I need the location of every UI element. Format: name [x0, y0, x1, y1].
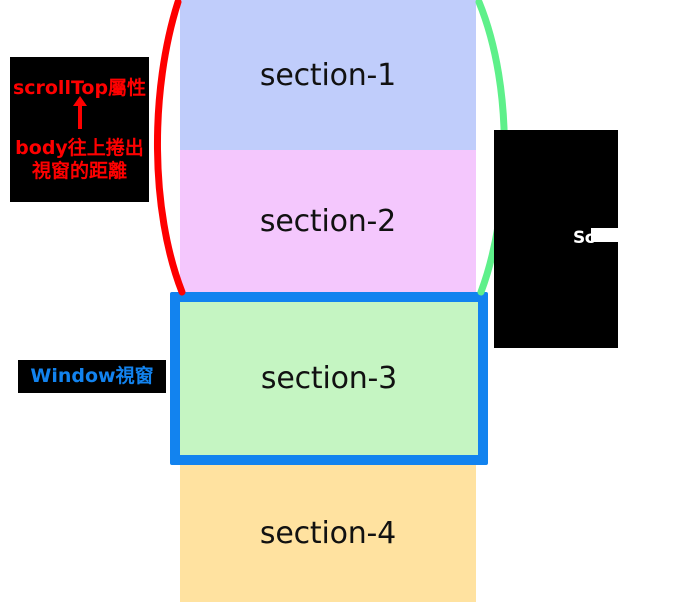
window-viewport-label: Window視窗 — [30, 365, 154, 388]
section-block-4: section-4 — [180, 465, 476, 602]
section-block-2: section-2 — [180, 150, 476, 292]
window-viewport-callout: Window視窗 — [18, 360, 166, 393]
section-block-3: section-3 — [180, 302, 478, 455]
section-block-1: section-1 — [180, 0, 476, 150]
scroll-height-label: Sc — [573, 228, 595, 248]
scroll-top-desc-line1: body往上捲出 — [15, 137, 144, 160]
section-label: section-4 — [259, 516, 397, 551]
section-label: section-2 — [259, 203, 397, 239]
window-viewport-frame — [170, 292, 488, 465]
scroll-top-title: scrollTop屬性 — [12, 76, 147, 99]
scroll-top-callout: scrollTop屬性 body往上捲出 視窗的距離 — [10, 57, 149, 202]
scroll-height-label-occluder — [591, 228, 659, 242]
section-label: section-1 — [259, 57, 397, 93]
arrow-up-icon — [72, 96, 87, 130]
red-scroll-extent-arc — [154, 0, 186, 296]
section-label: section-3 — [260, 361, 398, 396]
scroll-top-desc-line2: 視窗的距離 — [31, 159, 127, 182]
